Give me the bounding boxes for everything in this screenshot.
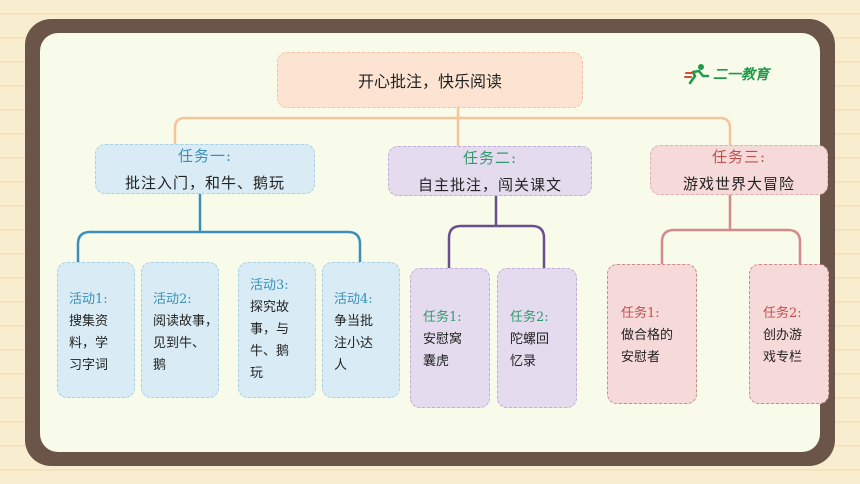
- runner-icon: [684, 64, 710, 85]
- activity-title: 活动4:: [334, 292, 373, 307]
- task-subtitle: 游戏世界大冒险: [682, 175, 795, 193]
- task-node-1: 任务一: 批注入门，和牛、鹅玩: [95, 144, 315, 194]
- subtask-title: 任务2:: [763, 306, 802, 321]
- activity-body: 阅读故事， 见到牛、 鹅: [153, 314, 219, 373]
- task-title: 任务一:: [177, 147, 233, 165]
- activity-node-3: 活动3: 探究故 事，与 牛、鹅 玩: [238, 262, 316, 398]
- task-title: 任务二:: [462, 149, 518, 167]
- subtask-node-2-1: 任务1: 安慰窝 囊虎: [410, 268, 490, 408]
- logo: 二一教育: [684, 62, 769, 86]
- subtask-body: 安慰窝 囊虎: [423, 332, 463, 369]
- subtask-node-2-2: 任务2: 陀螺回 忆录: [497, 268, 577, 408]
- root-title: 开心批注，快乐阅读: [357, 72, 502, 91]
- subtask-body: 创办游 戏专栏: [763, 328, 803, 365]
- subtask-body: 陀螺回 忆录: [510, 332, 550, 369]
- activity-title: 活动1:: [69, 292, 108, 307]
- root-node: 开心批注，快乐阅读: [277, 52, 583, 108]
- activity-title: 活动2:: [153, 292, 192, 307]
- task-title: 任务三:: [711, 148, 767, 166]
- subtask-title: 任务2:: [510, 310, 549, 325]
- logo-text: 二一教育: [713, 67, 769, 83]
- subtask-body: 做合格的 安慰者: [621, 328, 674, 365]
- activity-node-1: 活动1: 搜集资 料，学 习字词: [57, 262, 135, 398]
- subtask-title: 任务1:: [423, 310, 462, 325]
- activity-body: 搜集资 料，学 习字词: [69, 314, 109, 373]
- task-node-3: 任务三: 游戏世界大冒险: [650, 145, 828, 195]
- task-node-2: 任务二: 自主批注，闯关课文: [388, 146, 592, 196]
- subtask-node-3-2: 任务2: 创办游 戏专栏: [749, 264, 829, 404]
- task-subtitle: 自主批注，闯关课文: [417, 176, 562, 194]
- activity-node-2: 活动2: 阅读故事， 见到牛、 鹅: [141, 262, 219, 398]
- activity-body: 争当批 注小达 人: [334, 314, 374, 373]
- subtask-title: 任务1:: [621, 306, 660, 321]
- activity-node-4: 活动4: 争当批 注小达 人: [322, 262, 400, 398]
- task-subtitle: 批注入门，和牛、鹅玩: [124, 174, 285, 192]
- activity-body: 探究故 事，与 牛、鹅 玩: [250, 300, 290, 381]
- activity-title: 活动3:: [250, 278, 289, 293]
- subtask-node-3-1: 任务1: 做合格的 安慰者: [607, 264, 697, 404]
